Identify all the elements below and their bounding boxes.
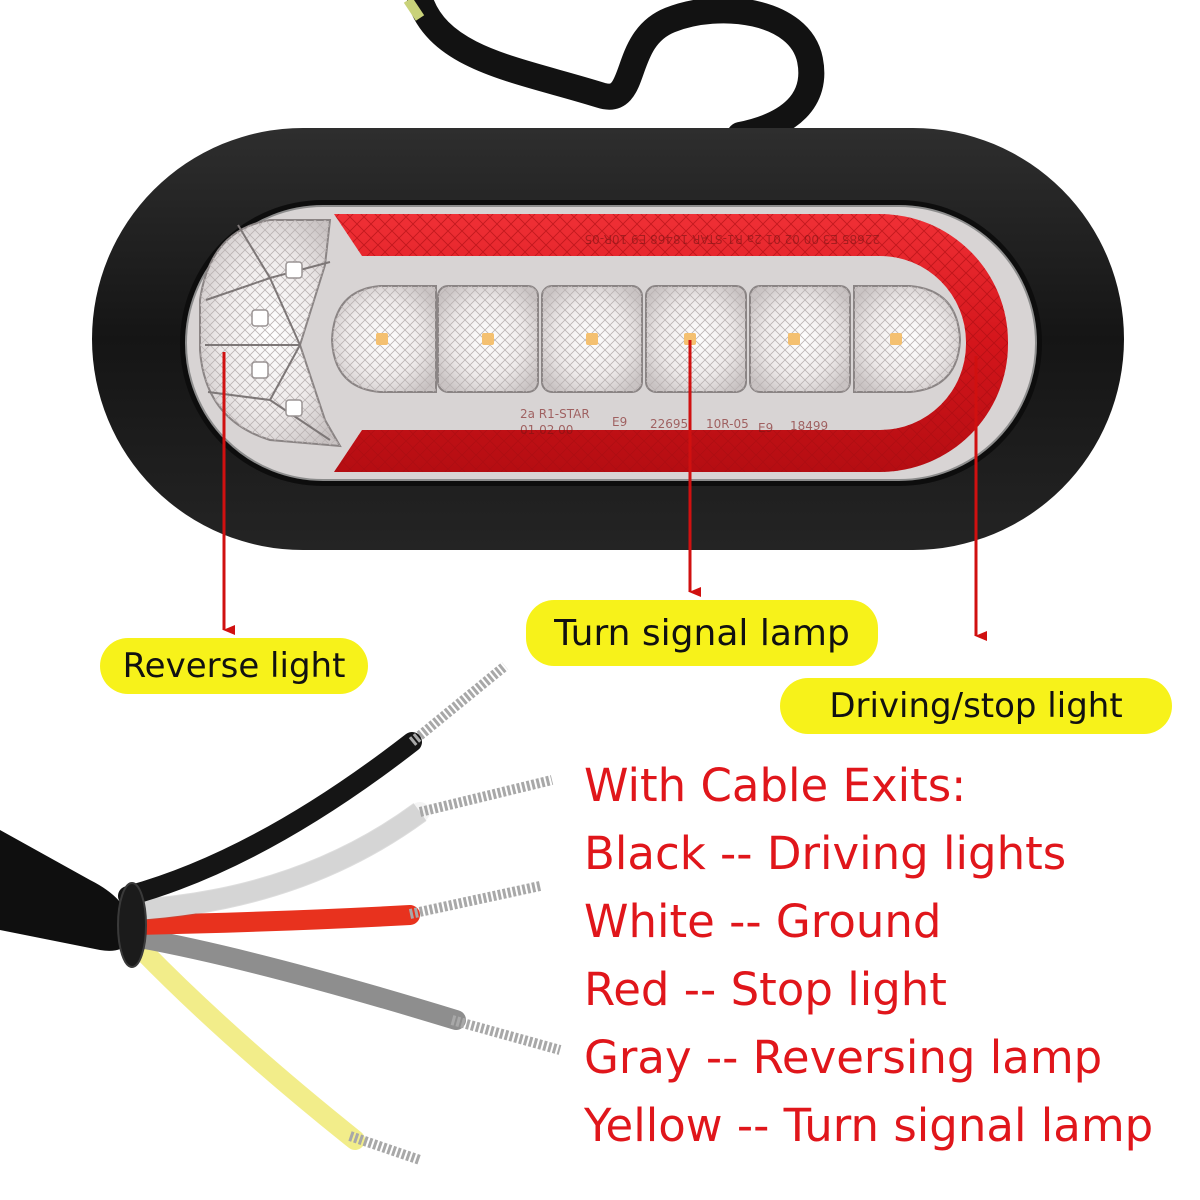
cable-legend: With Cable Exits: Black -- Driving light… [584,752,1184,1160]
cable-legend-title: With Cable Exits: [584,759,967,812]
cable-legend-red: Red -- Stop light [584,963,947,1016]
turn-cell-2 [437,285,539,393]
cable-legend-gray: Gray -- Reversing lamp [584,1031,1103,1084]
turn-signal-cells [330,285,962,393]
gray-wire [130,928,466,1030]
lens-marking-e9-2: E9 [758,421,773,435]
turn-signal-lamp-label: Turn signal lamp [526,600,878,666]
cable-legend-yellow: Yellow -- Turn signal lamp [584,1099,1154,1152]
driving-stop-light-label: Driving/stop light [780,678,1172,734]
turn-cell-1 [330,285,437,393]
turn-cell-3 [541,285,643,393]
red-wire [126,905,420,935]
turn-cell-4 [645,285,747,393]
white-wire [124,802,430,920]
reverse-light-label: Reverse light [100,638,368,694]
turn-cell-5 [749,285,851,393]
svg-text:22685 E3 00 02 01 2a R1-S: 22685 E3 00 02 01 2a R1-STAR 18468 E9 10… [585,232,881,246]
top-cable [403,0,825,148]
lens-marking-bottom-1: 2a R1-STAR [520,407,590,421]
lens-marking-e9-1: E9 [612,415,627,429]
lens-marking-bottom-2: 01 02 00 [520,423,573,437]
lens-marking-bottom-4: 10R-05 [706,417,749,431]
cable-legend-white: White -- Ground [584,895,942,948]
cable-legend-black: Black -- Driving lights [584,827,1067,880]
wire-bundle [0,662,562,1165]
lens-marking-bottom-3: 22695 [650,417,688,431]
reverse-light-cluster [199,219,342,448]
red-stop-light-band: 22685 E3 00 02 01 2a R1-STAR 18468 E9 10… [334,214,1008,472]
yellow-wire [132,940,365,1150]
callout-arrows [222,340,987,641]
turn-cell-6 [853,285,962,393]
black-wire [118,732,422,906]
lens-marking-bottom-5: 18499 [790,419,828,433]
